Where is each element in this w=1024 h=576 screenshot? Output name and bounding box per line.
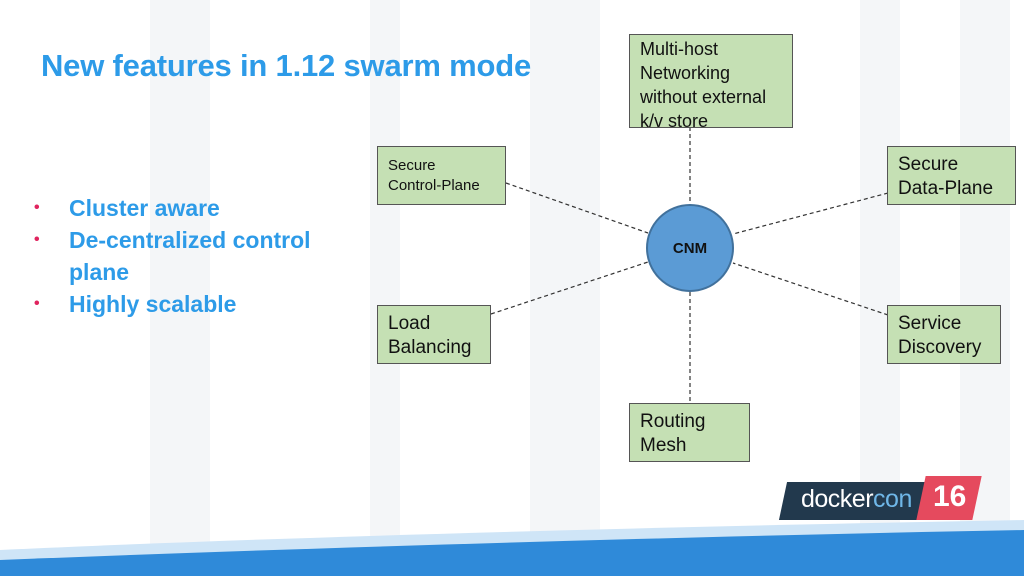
connector-load-balancing <box>490 261 649 315</box>
node-service-discovery: Service Discovery <box>887 305 1001 364</box>
feature-item: Highly scalable <box>34 288 364 320</box>
node-networking: Multi-host Networking without external k… <box>629 34 793 131</box>
connector-control-plane <box>505 182 649 234</box>
cnm-label: CNM <box>672 239 708 257</box>
node-routing-mesh: Routing Mesh <box>629 403 750 462</box>
node-control-plane: Secure Control-Plane <box>377 146 506 205</box>
node-data-plane: Secure Data-Plane <box>887 146 1016 205</box>
cnm-hub: CNM <box>646 204 734 292</box>
feature-list: Cluster aware De-centralized control pla… <box>34 192 364 320</box>
bottom-wave <box>0 520 1024 576</box>
connector-data-plane <box>732 192 889 235</box>
logo-wordmark: dockercon <box>801 485 912 513</box>
feature-item: Cluster aware <box>34 192 364 224</box>
slide-title: New features in 1.12 swarm mode <box>41 48 531 83</box>
feature-item: De-centralized control plane <box>34 224 364 288</box>
node-load-balancing: Load Balancing <box>377 305 491 364</box>
logo-year: 16 <box>933 480 967 513</box>
dockercon-logo: dockercon 16 <box>778 472 983 520</box>
connector-service-discovery <box>732 262 889 316</box>
